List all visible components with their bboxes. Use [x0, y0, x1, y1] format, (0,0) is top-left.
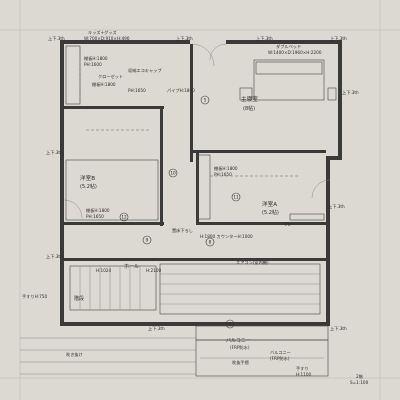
ceiling-tag: 上下.3th: [46, 149, 63, 156]
note-fixed-table: 置床下ろし: [172, 227, 193, 234]
note-loft-cap: 収納エコキャップ: [128, 67, 162, 74]
note-upper-left: 手すりH:750: [22, 293, 47, 300]
ceiling-tags: 上下.3th 上下.3th 上下.3th 上下.3th 上下.3th 上下.3t…: [46, 35, 359, 332]
room-labels: 主寝室 (8帖) ダブルベッド W:1400×D:1960×H:2200 洋室B…: [74, 43, 322, 351]
ceiling-tag: 上下.3th: [342, 89, 359, 96]
note-top-left-box: キッズ+グッズ: [88, 29, 117, 36]
note-pipe-top: PH:1600: [84, 62, 102, 67]
marker-9-label: 9: [146, 238, 149, 243]
note-bottom-dim: H:1100: [296, 372, 312, 377]
note-closet-a-shelf: 棚板H:1800: [86, 207, 110, 214]
note-pipe-low: PH:1650: [128, 88, 146, 93]
marker-10-label: 10: [170, 171, 176, 176]
room-master-size: (8帖): [243, 105, 255, 112]
marker-5b-label: 5: [229, 322, 232, 327]
note-bottom-scale: S=1:100: [350, 380, 369, 385]
marker-10: [168, 168, 178, 178]
room-a-size: (5.2帖): [262, 209, 279, 216]
note-shelf-b: 棚板H:1800: [214, 165, 238, 172]
ceiling-tag: 上下.3th: [256, 35, 273, 42]
note-hall-dim: H:2100: [146, 268, 162, 273]
note-top-left-dim: W:700×D:910×H:490: [84, 36, 130, 41]
room-a-name: 洋室A: [262, 200, 277, 208]
room-stair-name: 階段: [74, 295, 84, 302]
note-bottom-floor: 2階: [356, 373, 364, 380]
marker-8: [205, 237, 215, 247]
note-air-sub: エアコン(室内機): [236, 259, 269, 266]
note-closet: クローゼット: [98, 73, 123, 80]
room-balcony-name: バルコニー: [226, 338, 251, 344]
note-shelf-top: 棚板H:1800: [84, 55, 108, 62]
marker-12-label: 12: [121, 215, 127, 220]
ceiling-tag: 上下.3th: [48, 35, 65, 42]
bed-dimensions: W:1400×D:1960×H:2200: [268, 50, 322, 55]
note-bottom-left: 吹き抜け: [66, 351, 83, 358]
interior-walls: [64, 44, 328, 261]
ceiling-tag: 上下.3th: [328, 203, 345, 210]
balcony-area: [20, 325, 329, 377]
ceiling-tag: 上下.3th: [148, 325, 165, 332]
marker-9: [142, 235, 152, 245]
ceiling-tag: 上下.3th: [46, 253, 63, 260]
note-stair-dim: H:1024: [96, 268, 112, 273]
marker-11-label: 11: [233, 195, 239, 200]
note-bottom-right: 手すり: [296, 365, 309, 372]
room-b-size: (5.2帖): [80, 183, 97, 190]
room-balcony-sub: (FRP防水): [230, 344, 250, 351]
note-bottom-mid2: (FRP防水): [270, 355, 290, 362]
note-bottom-mid: バルコニー: [270, 350, 291, 355]
marker-8-label: 8: [209, 240, 212, 245]
note-counter-dim: H:1800 カウンターH:1000: [200, 233, 253, 240]
room-b-name: 洋室B: [80, 174, 95, 182]
ceiling-tag: 上下.3th: [176, 35, 193, 42]
note-pipe-b: PH:1650: [214, 172, 232, 177]
room-master-name: 主寝室: [241, 95, 258, 103]
note-tv: T.V.: [283, 222, 291, 227]
outer-walls: [60, 40, 342, 326]
marker-5a: [200, 95, 210, 105]
room-hall-name: ホール: [124, 264, 139, 270]
note-shelf-mid: 棚板H:1800: [92, 81, 116, 88]
markers: 5 10 11 12 9 8 5: [119, 95, 241, 329]
bed-label: ダブルベッド: [276, 43, 301, 50]
marker-12: [119, 212, 129, 222]
note-closet-a-pipe: PH:1650: [86, 214, 104, 219]
annotations: キッズ+グッズ W:700×D:910×H:490 棚板H:1800 PH:16…: [22, 29, 369, 385]
marker-5b: [225, 319, 235, 329]
ceiling-tag: 上下.3th: [330, 325, 347, 332]
note-bottom-label: 吹抜手摺: [232, 359, 249, 366]
marker-11: [231, 192, 241, 202]
note-pipe-mid: パイプH:1800: [167, 88, 195, 94]
furniture-lines: [63, 43, 337, 315]
marker-5a-label: 5: [204, 98, 207, 103]
ceiling-tag: 上下.3th: [330, 35, 347, 42]
